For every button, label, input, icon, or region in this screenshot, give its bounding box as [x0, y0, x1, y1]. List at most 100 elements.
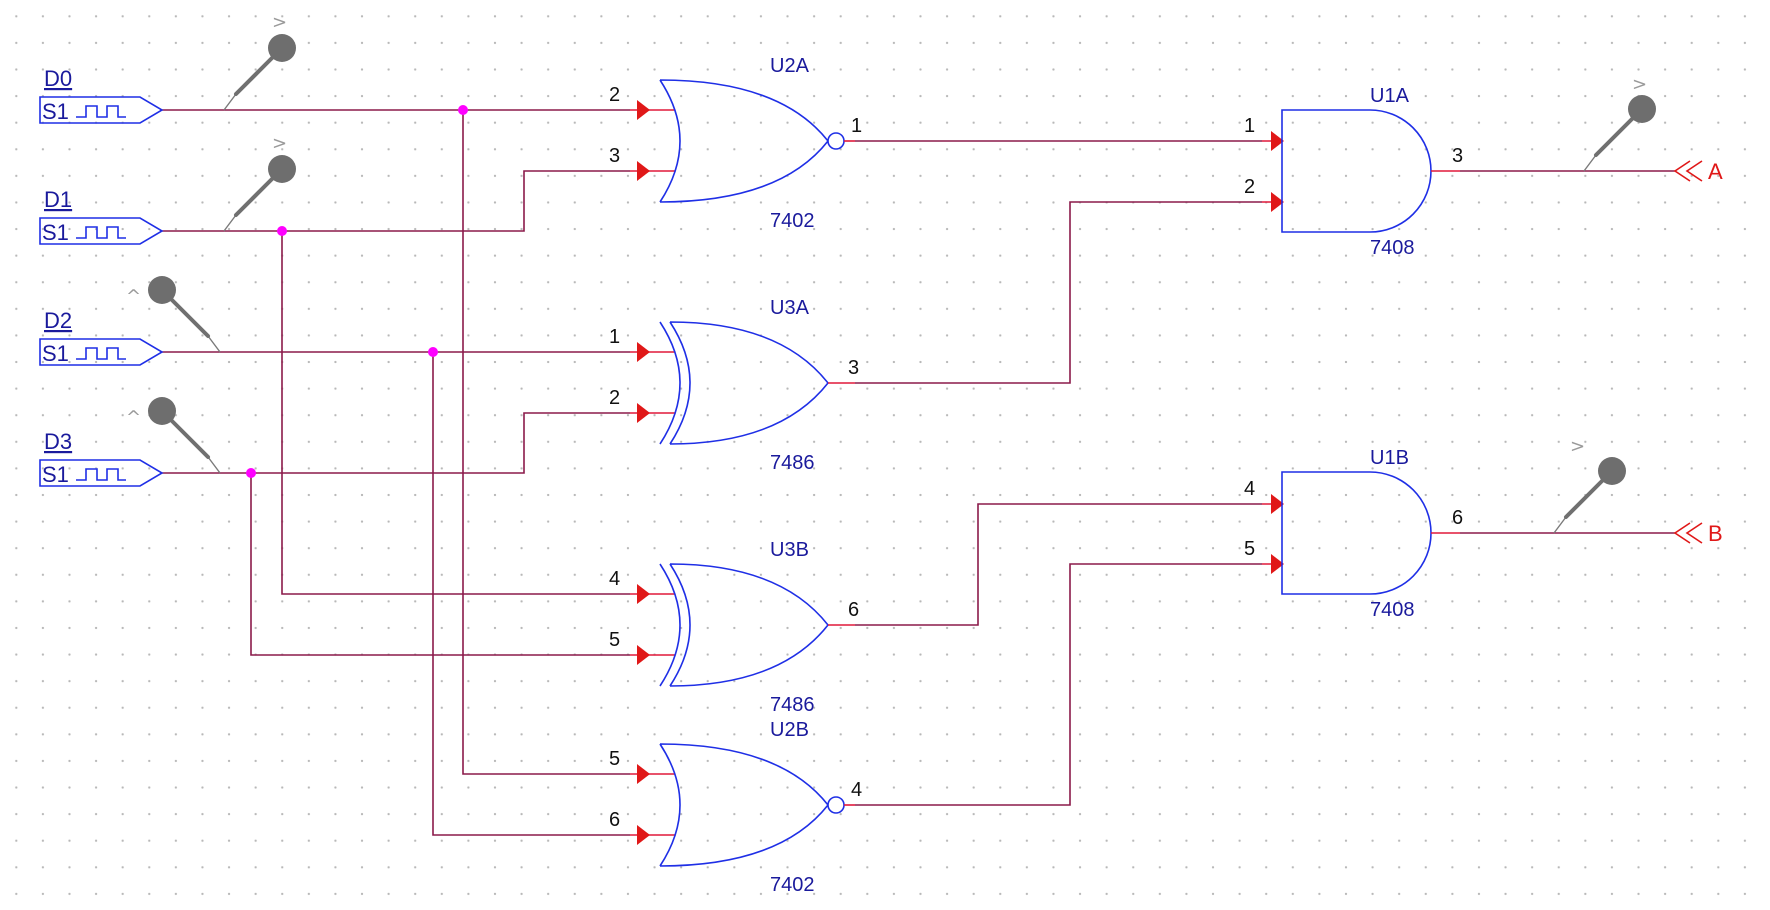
square-wave-icon [76, 468, 126, 481]
output-port-a[interactable]: A [1673, 159, 1723, 184]
wire-u3a-to-u1a[interactable] [855, 201, 1262, 384]
wire-u3b-to-u1b[interactable] [855, 503, 1262, 626]
square-wave-icon [76, 105, 126, 118]
probe-head-icon [268, 155, 296, 183]
probe-d0[interactable]: > [223, 12, 296, 111]
pin-number: 1 [1244, 115, 1255, 137]
probe-tip [223, 214, 237, 232]
square-wave-icon [76, 347, 126, 360]
nor-gate-body [659, 79, 829, 203]
gate-u3b[interactable]: 4 5 6 U3B 7486 [609, 539, 859, 716]
pin-number: 2 [1244, 176, 1255, 198]
pin-number: 3 [848, 357, 859, 379]
probe-tip [207, 456, 221, 474]
stimulus-flag [39, 459, 164, 487]
nor-gate-body [659, 743, 829, 867]
output-port-b[interactable]: B [1673, 521, 1723, 546]
pin-number: 6 [1452, 507, 1463, 529]
gate-u2a[interactable]: 2 3 1 U2A 7402 [609, 55, 862, 232]
probe-marker: > [1570, 436, 1585, 457]
pin-number: 5 [1244, 538, 1255, 560]
wire-d0-to-u2b[interactable] [462, 110, 630, 775]
square-wave-icon [76, 226, 126, 239]
pin-number: 1 [851, 115, 862, 137]
input-stub [630, 109, 675, 172]
probe-d2[interactable]: ^ [126, 276, 221, 353]
gate-reference: U2A [770, 55, 810, 77]
offpage-connector-icon [1673, 160, 1703, 182]
pin-number: 5 [609, 748, 620, 770]
pin-arrow-icon [637, 342, 650, 362]
gate-part-number: 7486 [770, 452, 815, 474]
pin-arrow-icon [1271, 131, 1284, 151]
pin-arrow-icon [637, 100, 650, 120]
pin-number: 1 [609, 326, 620, 348]
wire-d3-to-u3b[interactable] [250, 473, 630, 656]
gate-u3a[interactable]: 1 2 3 U3A 7486 [609, 297, 859, 474]
probe-stick [234, 53, 277, 96]
pin-number: 2 [609, 84, 620, 106]
gate-u2b[interactable]: 5 6 4 U2B 7402 [609, 719, 862, 896]
probe-d3[interactable]: ^ [126, 397, 221, 474]
stimulus-d3[interactable]: D3 S1 [39, 429, 164, 487]
gate-reference: U3A [770, 297, 810, 319]
gate-u1a[interactable]: 1 2 3 U1A 7408 [1244, 85, 1463, 259]
probe-output-b[interactable]: > [1553, 436, 1626, 534]
probe-marker: ^ [126, 286, 141, 307]
stimulus-d2[interactable]: D2 S1 [39, 308, 164, 366]
gate-part-number: 7408 [1370, 599, 1415, 621]
probe-output-a[interactable]: > [1583, 74, 1656, 172]
pin-arrow-icon [1271, 192, 1284, 212]
offpage-connector-icon [1673, 522, 1703, 544]
stimulus-name: D0 [44, 66, 72, 91]
wires [160, 109, 1675, 836]
probe-stick [167, 416, 210, 459]
pin-arrow-icon [637, 825, 650, 845]
probe-marker: > [272, 12, 287, 33]
probe-head-icon [268, 34, 296, 62]
gate-reference: U1B [1370, 447, 1409, 469]
input-stub [630, 351, 675, 414]
pin-arrow-icon [637, 584, 650, 604]
gate-part-number: 7402 [770, 874, 815, 896]
probe-tip [1553, 516, 1567, 534]
inversion-bubble [827, 132, 845, 150]
input-stub [630, 773, 675, 836]
stimulus-d0[interactable]: D0 S1 [39, 66, 164, 124]
pin-number: 4 [1244, 478, 1255, 500]
wire-d3[interactable] [160, 412, 630, 474]
probe-tip [223, 93, 237, 111]
output-label: B [1708, 521, 1723, 546]
pin-number: 3 [609, 145, 620, 167]
gate-part-number: 7402 [770, 210, 815, 232]
inversion-bubble [827, 796, 845, 814]
gate-reference: U1A [1370, 85, 1410, 107]
probe-marker: > [272, 133, 287, 154]
stimulus-source: S1 [42, 341, 69, 366]
wire-d1[interactable] [160, 170, 630, 232]
probe-tip [1583, 154, 1597, 172]
probe-stick [1564, 476, 1607, 519]
pin-number: 2 [609, 387, 620, 409]
pin-arrow-icon [1271, 554, 1284, 574]
probe-d1[interactable]: > [223, 133, 296, 232]
pin-arrow-icon [637, 764, 650, 784]
gate-u1b[interactable]: 4 5 6 U1B 7408 [1244, 447, 1463, 621]
stimulus-flag [39, 96, 164, 124]
probe-stick [167, 295, 210, 338]
and-gate-body [1281, 109, 1432, 233]
pin-number: 6 [609, 809, 620, 831]
stimulus-d1[interactable]: D1 S1 [39, 187, 164, 245]
probe-head-icon [148, 397, 176, 425]
and-gate-body [1281, 471, 1432, 595]
pin-arrow-icon [1271, 494, 1284, 514]
gate-reference: U2B [770, 719, 809, 741]
probe-marker: > [1632, 74, 1647, 95]
xor-gate-body [659, 321, 829, 445]
xor-gate-body [659, 563, 829, 687]
stimulus-source: S1 [42, 99, 69, 124]
wire-d2-to-u2b[interactable] [432, 352, 630, 836]
junctions [246, 105, 468, 478]
wire-u2b-to-u1b[interactable] [855, 563, 1262, 806]
